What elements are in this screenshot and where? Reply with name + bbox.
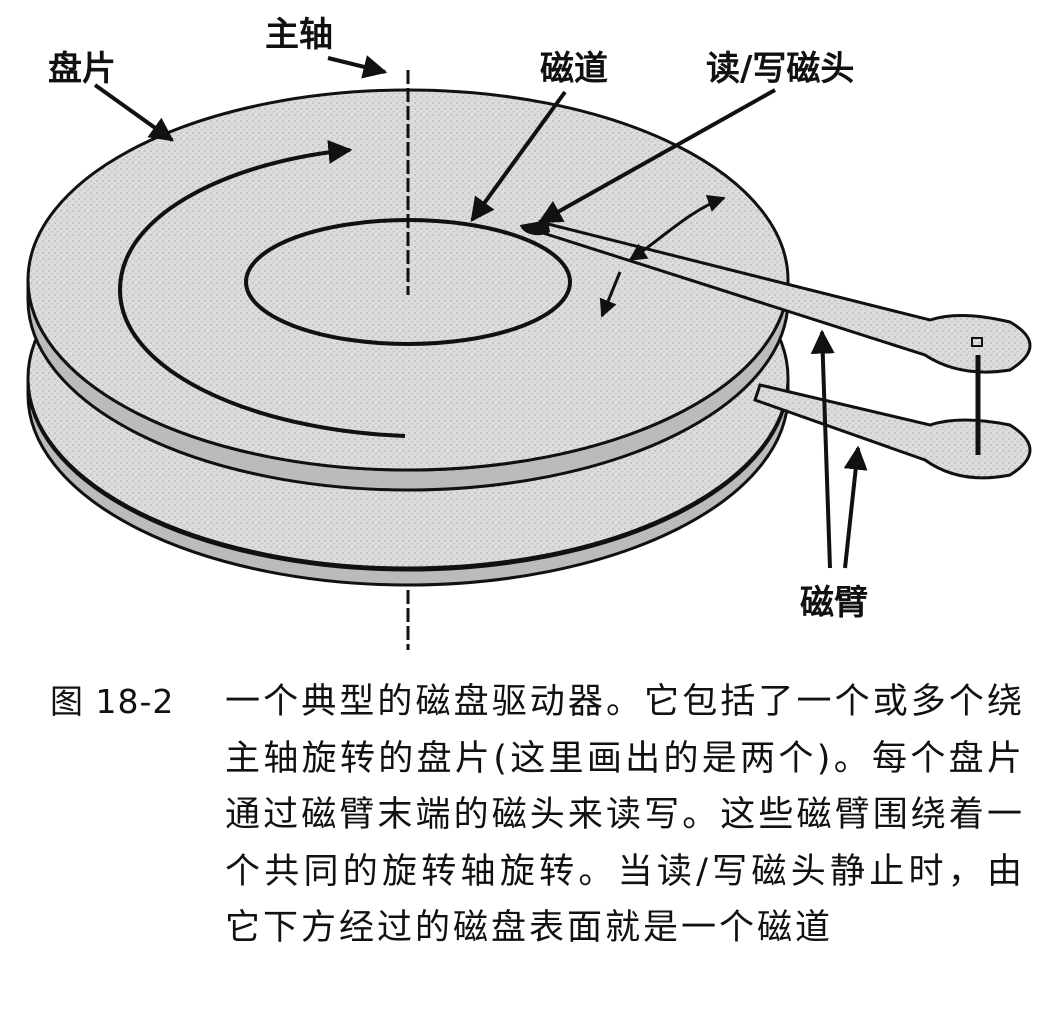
caption-number: 图 18-2 [50,682,175,721]
spindle-pointer [327,55,388,79]
platter-label: 盘片 [48,49,116,89]
track-pointer [470,90,567,222]
outer-track-arc [117,140,406,438]
swing-arrow-tail [599,271,622,318]
arm-pointer-lower [843,445,868,569]
spindle-label: 主轴 [265,15,333,55]
track-label: 磁道 [540,49,608,89]
arm-pointer-upper [810,329,835,569]
lower-arm [753,383,1032,480]
swing-arrow [628,194,726,262]
head-shape [520,220,550,236]
head-pointer [537,88,776,224]
rw-head-label: 读/写磁头 [706,49,854,89]
platter-pointer [93,83,174,142]
arm-label: 磁臂 [800,583,868,623]
disk-drive-diagram: 盘片 主轴 磁道 读/写磁头 磁臂 [26,15,1032,650]
caption-text: 一个典型的磁盘驱动器。它包括了一个或多个绕主轴旋转的盘片(这里画出的是两个)。每… [225,682,1025,948]
